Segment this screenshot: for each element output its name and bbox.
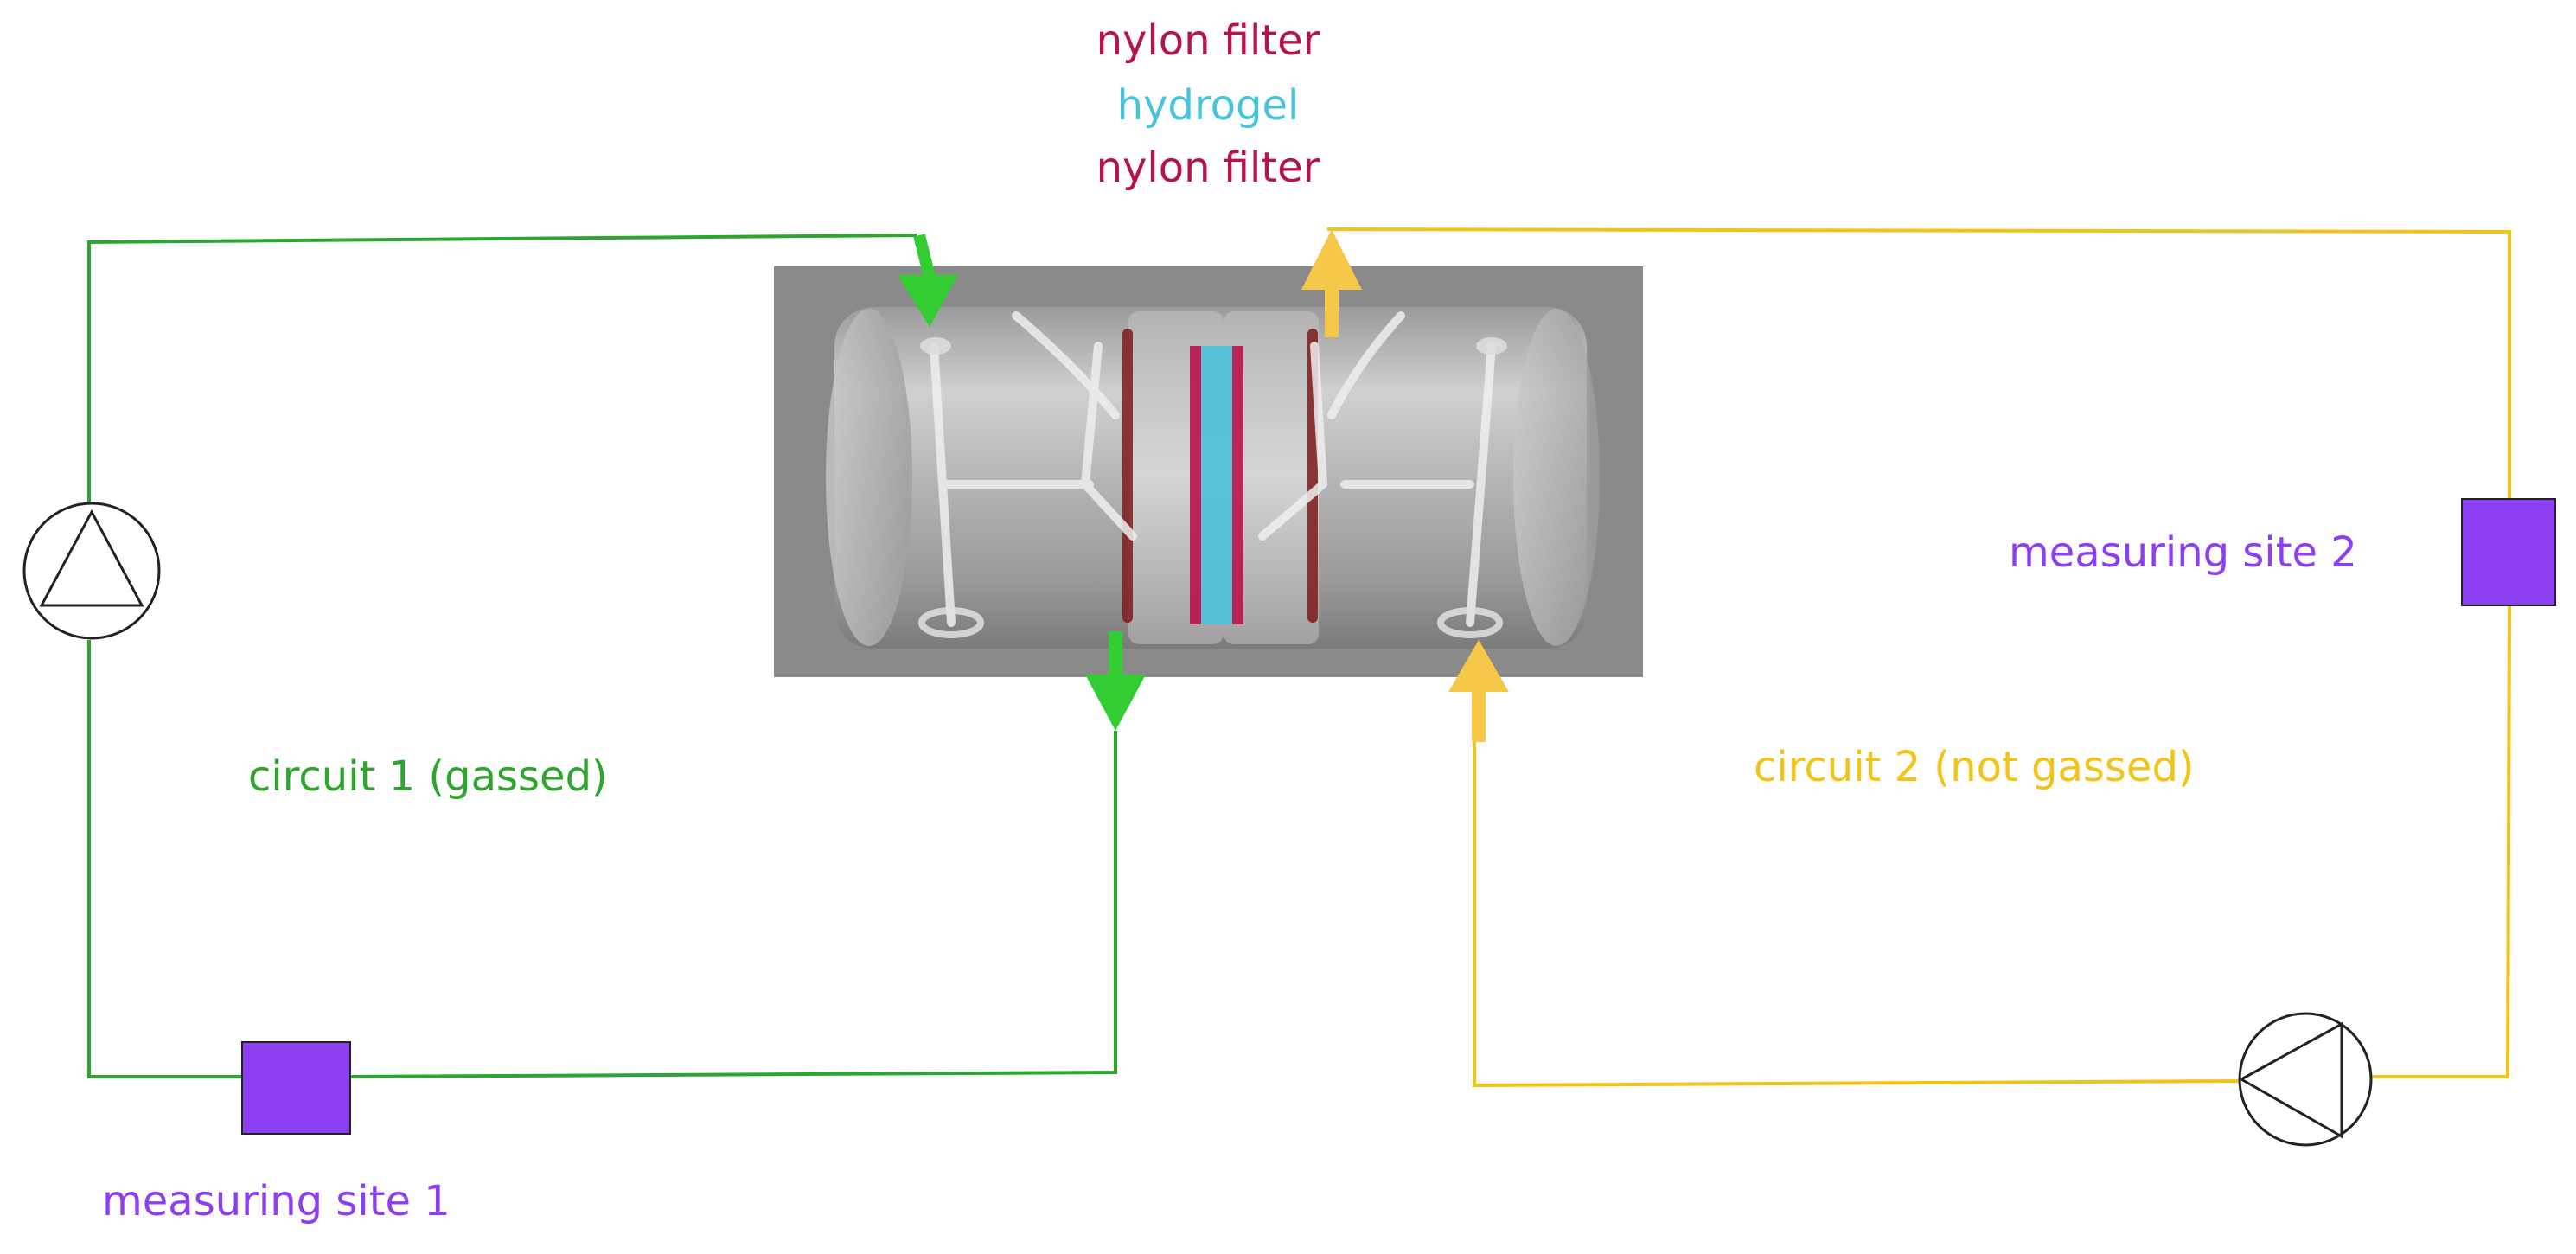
circuit2-outlet-arrow: [1301, 229, 1362, 337]
nylon-filter-layer-right: [1232, 346, 1243, 624]
circuit1-lines: [87, 234, 1117, 1078]
measuring-site-2-label: measuring site 2: [2009, 528, 2357, 577]
left-ring: [1122, 329, 1133, 623]
nylon-filter-layer-left: [1190, 346, 1201, 624]
tube-feet: [918, 607, 1503, 638]
cylinder-left-end: [826, 309, 912, 646]
device-photo: [774, 266, 1643, 677]
right-chamber: [1224, 311, 1319, 644]
hydrogel-label: hydrogel: [1116, 81, 1300, 130]
circuit2-lines: [1326, 227, 2511, 1088]
circuit1-label: circuit 1 (gassed): [248, 752, 608, 801]
cylinder-right-end: [1513, 309, 1600, 646]
measuring-site-1-box: [241, 1041, 351, 1135]
pump-1-icon: [22, 502, 161, 640]
hydrogel-layer: [1201, 346, 1232, 624]
nylon-filter-bottom-label: nylon filter: [1096, 144, 1320, 192]
nylon-filter-top-label: nylon filter: [1096, 16, 1320, 65]
circuit2-label: circuit 2 (not gassed): [1754, 743, 2195, 791]
measuring-site-1-label: measuring site 1: [102, 1177, 451, 1225]
circuit2-inlet-arrow: [1448, 640, 1509, 742]
measuring-site-2-box: [2461, 498, 2556, 606]
tube-top-right: [1476, 337, 1507, 355]
glass-tubes: [930, 311, 1496, 627]
tube-top-left: [920, 337, 951, 355]
circuit1-outlet-arrow: [1085, 631, 1146, 731]
circuit1-inlet-arrow: [898, 234, 958, 327]
pump-2-icon: [2238, 1012, 2373, 1147]
